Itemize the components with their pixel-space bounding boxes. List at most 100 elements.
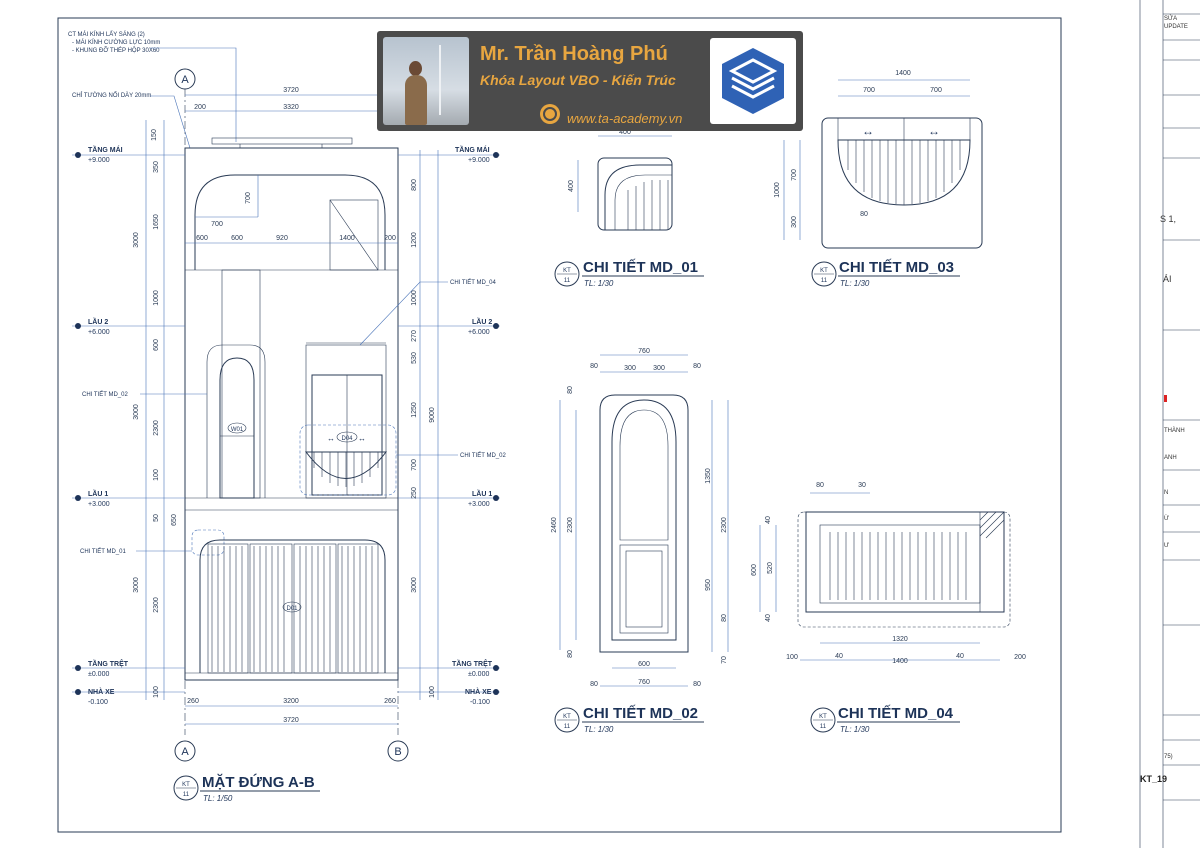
md02-dim-80l-top: 80 [567,386,574,394]
dim-left-1000: 1000 [153,290,160,306]
dim-right-700: 700 [411,459,418,471]
md02-dim-80d: 80 [693,681,701,688]
lvl-garage-right-value: -0.100 [470,699,490,706]
side-text-10: 75) [1164,754,1173,760]
md03-scale: TL: 1/30 [840,279,870,288]
md03-dim-700a: 700 [863,87,875,94]
lvl-garage-right-name: NHÀ XE [465,687,492,696]
dim-left-2300a: 2300 [153,420,160,436]
dim-roof-600a: 600 [196,235,208,242]
d04-balcony-bars [313,452,379,487]
grid-a-bottom-label: A [181,746,189,758]
side-text-6: ANH [1164,455,1177,461]
lvl-garage-left-value: -0.100 [88,699,108,706]
dim-right-1000: 1000 [411,290,418,306]
md04-dim-30: 30 [858,482,866,489]
md02-dim-600: 600 [638,661,650,668]
md01-dim-w: 400 [619,129,631,136]
md02-dim-80c: 80 [590,681,598,688]
roof-door [329,199,379,271]
md02-dim-300a: 300 [624,365,636,372]
dim-bot-3720: 3720 [283,717,299,724]
roof-arch-frame [194,174,386,270]
side-text-7: N [1164,490,1169,496]
dim-right-1250: 1250 [411,402,418,418]
md04-dim-100: 100 [786,654,798,661]
side-text-3: S 1, [1160,214,1177,224]
lvl-f1-left-value: +3.000 [88,501,110,508]
detail-md03: 1400 700 700 1000 700 300 ↔ ↔ 80 KT 11 C… [774,70,983,288]
lvl-f2-right-name: LẦU 2 [472,316,492,326]
md03-dim-700b: 700 [930,87,942,94]
right-dims: 800 1200 1000 270 530 1250 9000 700 250 … [411,179,436,698]
dim-left-2300b: 2300 [153,597,160,613]
md02-ref-bot: 11 [564,724,571,730]
main-ref-bot: 11 [183,792,190,798]
lvl-f1-left-name: LẦU 1 [88,488,108,498]
dim-left-3000c: 3000 [133,577,140,593]
md02-dim-760b: 760 [638,679,650,686]
side-text-4: ÁI [1163,274,1172,284]
dim-right-9000: 9000 [429,407,436,423]
md03-dim-1000: 1000 [774,182,781,198]
lvl-ground-left-name: TẦNG TRỆT [88,658,129,668]
detail-md04: 80 30 40 600 520 40 1320 100 [751,482,1026,734]
md01-ref-note: CHI TIẾT MD_01 [80,548,126,555]
md04-dim-80: 80 [816,482,824,489]
w01-window [219,357,255,499]
main-view-scale: TL: 1/50 [203,794,233,803]
dim-bot-3200: 3200 [283,698,299,705]
side-text-2: UPDATE [1164,24,1188,30]
dim-right-100: 100 [429,686,436,698]
wall-joint-leader [150,95,191,149]
md04-dim-520: 520 [767,562,774,574]
dim-left-600: 600 [153,339,160,351]
md04-dim-200: 200 [1014,654,1026,661]
md02-dim-950: 950 [705,579,712,591]
dim-roof-920: 920 [276,235,288,242]
md01-ref-top: KT [563,268,571,274]
md04-dim-40b: 40 [765,614,772,622]
side-text-1: SỬA [1164,16,1178,22]
lvl-roof-left-name: TẦNG MÁI [88,144,123,154]
md04-ref-top: KT [819,714,827,720]
lvl-f1-right-value: +3.000 [468,501,490,508]
md04-outline [805,511,1005,613]
dim-bot-260b: 260 [384,698,396,705]
md01-ref-bot: 11 [564,278,571,284]
d04-balcony [304,451,388,479]
dim-top-total: 3720 [283,87,299,94]
svg-text:↔: ↔ [358,434,366,443]
tag-d01: D01 [286,606,298,612]
md03-dim-1400: 1400 [895,70,911,77]
instructor-photo [383,37,469,125]
tag-w01: W01 [231,427,244,433]
dim-left-100a: 100 [153,469,160,481]
md04-hatch [979,511,1005,539]
website-link[interactable]: www.ta-academy.vn [567,111,683,126]
grid-b-bottom-label: B [394,746,401,758]
dim-top-inner: 3320 [283,104,299,111]
dim-right-3000: 3000 [411,577,418,593]
dim-roof-600b: 600 [231,235,243,242]
main-view-ref-bubble [173,775,199,801]
md03-ref-bot: 11 [821,278,828,284]
left-levels: TẦNG MÁI +9.000 LẦU 2 +6.000 LẦU 1 +3.00… [72,144,185,706]
md01-scale: TL: 1/30 [584,279,614,288]
lvl-f2-right-value: +6.000 [468,329,490,336]
dim-right-1200: 1200 [411,232,418,248]
promo-banner: Mr. Trần Hoàng Phú Khóa Layout VBO - Kiế… [377,31,803,131]
md04-dim-40a: 40 [765,516,772,524]
md02-dim-1350: 1350 [705,468,712,484]
tag-d04: D04 [341,436,353,442]
lvl-ground-right-name: TẦNG TRỆT [452,658,493,668]
md04-ref-note: CHI TIẾT MD_04 [450,279,496,286]
dim-top-left: 200 [194,104,206,111]
grid-b-bottom-bubble [387,740,409,762]
detail-md01: 400 400 KT 11 CHI TIẾT MD_01 TL: 1/30 [554,129,704,288]
d01-arch [199,539,386,673]
lvl-f2-left-name: LẦU 2 [88,316,108,326]
detail-md02: 760 80 300 300 80 2460 2300 80 80 1350 2… [551,348,729,734]
md03-ref-top: KT [820,268,828,274]
